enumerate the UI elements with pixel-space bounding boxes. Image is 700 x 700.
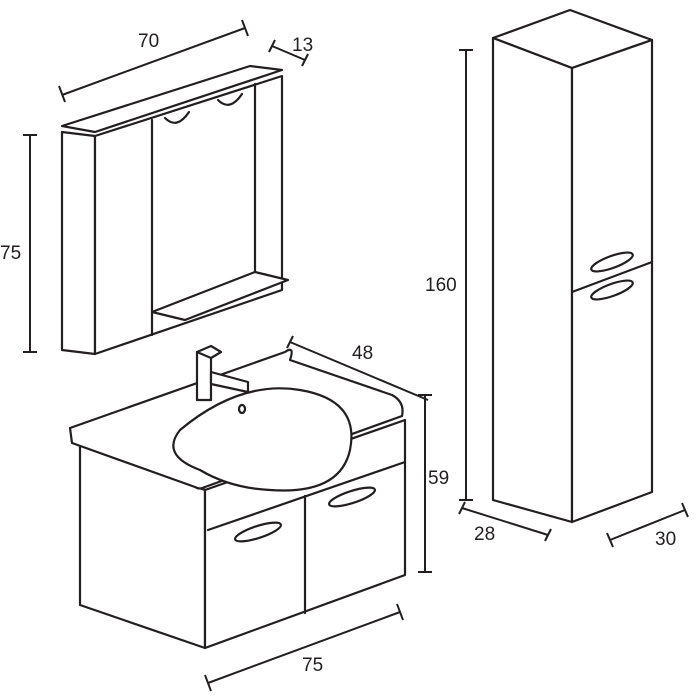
tall-cabinet-depth-label: 28	[474, 524, 496, 545]
tall-cabinet-width-label: 30	[655, 529, 677, 550]
mirror-height-label: 75	[0, 243, 22, 264]
mirror-depth-label: 13	[292, 35, 314, 56]
vanity-unit	[68, 344, 407, 650]
tall-cabinet	[491, 8, 654, 524]
vanity-width-label: 75	[302, 655, 324, 676]
mirror-width-label: 70	[138, 31, 160, 52]
vanity-depth-label: 48	[352, 343, 374, 364]
mirror-cabinet	[60, 64, 290, 356]
vanity-height-label: 59	[428, 468, 450, 489]
tall-cabinet-height-label: 160	[425, 275, 457, 296]
dimension-lines	[23, 19, 689, 692]
